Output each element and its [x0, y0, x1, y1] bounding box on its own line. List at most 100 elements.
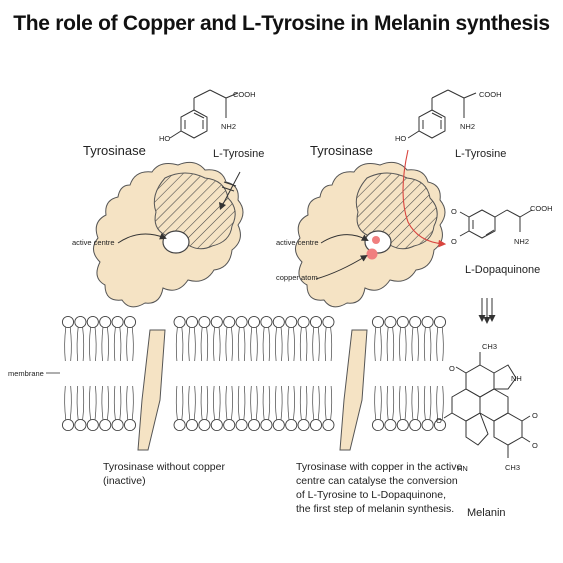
ch3-label: CH3	[505, 463, 520, 472]
caption-line: (inactive)	[103, 475, 146, 487]
lipid-tail	[275, 385, 277, 421]
melanin-synthesis-arrows	[478, 298, 496, 324]
lipid-tail	[200, 326, 203, 362]
caption-line: Tyrosinase with copper in the active	[296, 461, 463, 473]
lipid-tail	[188, 326, 191, 362]
lipid-head	[322, 315, 335, 329]
l-dopaquinone-structure	[459, 209, 533, 239]
lipid-tail	[101, 385, 104, 421]
enzyme-stalk	[339, 329, 368, 451]
lipid-tail	[417, 326, 419, 362]
lipid-tail	[392, 385, 395, 421]
tyrosinase-label-right: Tyrosinase	[310, 143, 373, 158]
lipid-head	[272, 315, 285, 329]
lipid-tail	[218, 385, 221, 421]
lipid-head	[285, 315, 298, 329]
hn-label: HN	[457, 464, 468, 473]
copper-atom	[372, 236, 380, 244]
cooh-label: COOH	[530, 204, 553, 213]
lipid-tail	[293, 326, 295, 362]
lipid-head	[260, 315, 273, 329]
l-tyrosine-label-right: L-Tyrosine	[455, 148, 507, 160]
lipid-head	[198, 315, 211, 329]
tyrosinase-active	[295, 161, 446, 451]
lipid-tail	[330, 385, 333, 421]
lipid-tail	[82, 385, 85, 421]
lipid-tail	[225, 326, 228, 362]
lipid-tail	[287, 385, 290, 421]
lipid-head	[210, 315, 223, 329]
page-title: The role of Copper and L-Tyrosine in Mel…	[13, 12, 550, 35]
lipid-tail	[429, 385, 432, 421]
active-centre-pointer-left	[117, 232, 167, 244]
lipid-tail	[89, 326, 91, 362]
melanin-label: Melanin	[467, 507, 506, 519]
lipid-tail	[280, 385, 283, 421]
l-tyrosine-structure-right	[407, 89, 477, 139]
lipid-head	[309, 418, 323, 432]
lipid-head	[421, 315, 434, 329]
ho-label: HO	[395, 134, 406, 143]
caption-line: the first step of melanin synthesis.	[296, 503, 455, 515]
lipid-tail	[218, 326, 221, 362]
lipid-tail	[113, 385, 116, 421]
lipid-tail	[213, 326, 215, 362]
lipid-tail	[305, 385, 308, 421]
lipid-tail	[386, 326, 389, 362]
lipid-head	[247, 418, 261, 432]
melanin-structure	[443, 352, 531, 458]
lipid-tail	[268, 326, 271, 362]
lipid-tail	[64, 326, 67, 362]
lipid-head	[371, 418, 385, 432]
caption-active: Tyrosinase with copper in the active cen…	[296, 460, 462, 516]
oxygen-label: O	[451, 207, 457, 216]
cooh-label: COOH	[479, 90, 502, 99]
lipid-tail	[69, 326, 72, 362]
lipid-tail	[280, 326, 283, 362]
lipid-tail	[324, 385, 327, 421]
lipid-tail	[188, 385, 191, 421]
lipid-head	[198, 418, 211, 432]
lipid-tail	[305, 326, 308, 362]
lipid-tail	[243, 326, 246, 362]
l-dopaquinone-label: L-Dopaquinone	[465, 264, 541, 276]
lipid-head	[297, 315, 310, 329]
lipid-tail	[250, 385, 253, 421]
lipid-head	[384, 418, 397, 432]
lipid-tail	[126, 326, 129, 362]
lipid-head	[235, 315, 248, 329]
lipid-head	[384, 315, 397, 329]
oxygen-label: O	[451, 237, 457, 246]
lipid-tail	[231, 385, 233, 421]
ch3-label: CH3	[482, 342, 497, 351]
lipid-tail	[94, 385, 97, 421]
lipid-tail	[119, 326, 122, 362]
lipid-tail	[312, 326, 315, 362]
lipid-head	[260, 418, 273, 432]
l-tyrosine-structure-left	[169, 89, 239, 139]
lipid-tail	[69, 385, 72, 421]
lipid-head	[86, 418, 99, 432]
lipid-head	[74, 418, 87, 432]
lipid-tail	[89, 385, 91, 421]
oxygen-label: O	[449, 364, 455, 373]
lipid-tail	[206, 385, 209, 421]
lipid-tail	[417, 385, 419, 421]
lipid-tail	[206, 326, 209, 362]
lipid-tail	[379, 326, 382, 362]
lipid-tail	[76, 385, 79, 421]
lipid-tail	[441, 326, 444, 362]
lipid-tail	[374, 385, 377, 421]
lipid-tail	[423, 326, 426, 362]
nh-label: NH	[511, 374, 522, 383]
lipid-head	[409, 418, 422, 432]
lipid-tail	[101, 326, 104, 362]
lipid-tail	[131, 326, 134, 362]
lipid-tail	[94, 326, 97, 362]
lipid-tail	[126, 385, 129, 421]
lipid-head	[285, 418, 298, 432]
lipid-head	[433, 418, 447, 432]
lipid-tail	[107, 385, 109, 421]
lipid-tail	[181, 385, 184, 421]
